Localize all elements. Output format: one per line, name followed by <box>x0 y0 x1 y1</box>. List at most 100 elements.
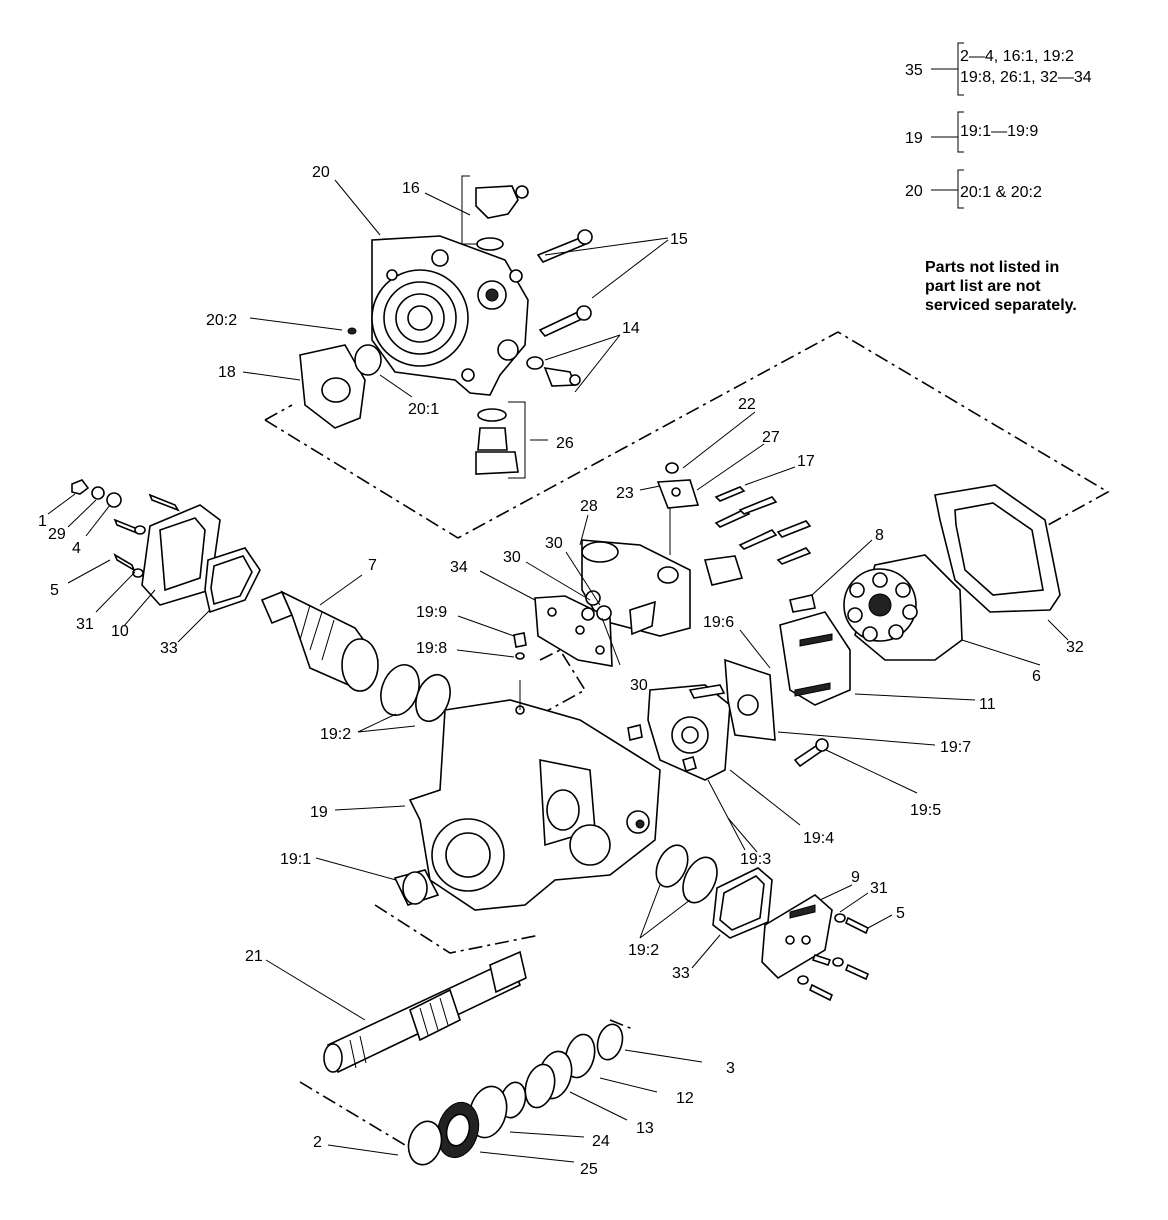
callout-19-8: 19:8 <box>416 640 447 657</box>
svg-text:35: 35 <box>905 62 923 79</box>
valve-26 <box>475 401 526 479</box>
bolts-15 <box>509 229 593 337</box>
callout-30-c: 30 <box>630 677 648 694</box>
callout-31-left: 31 <box>76 616 94 633</box>
callout-21: 21 <box>245 948 263 965</box>
service-note-line-1: Parts not listed in <box>925 259 1060 276</box>
shaft-seal-25 <box>436 1101 480 1159</box>
callout-16: 16 <box>402 180 420 197</box>
callout-8: 8 <box>875 527 884 544</box>
svg-text:20:1 & 20:2: 20:1 & 20:2 <box>960 184 1042 201</box>
callout-19-5: 19:5 <box>910 802 941 819</box>
callout-19-1: 19:1 <box>280 851 311 868</box>
callout-26: 26 <box>556 435 574 452</box>
port-plate-18 <box>299 327 382 429</box>
cover-housing-20 <box>371 235 529 396</box>
snap-ring-2 <box>407 1120 443 1166</box>
callout-31-right: 31 <box>870 880 888 897</box>
callout-labels: 20 16 15 14 20:2 18 20:1 26 22 27 17 23 … <box>38 164 1084 1178</box>
callout-2: 2 <box>313 1134 322 1151</box>
callout-11: 11 <box>979 696 996 713</box>
callout-29: 29 <box>48 526 66 543</box>
callout-7: 7 <box>368 557 377 574</box>
svg-text:19: 19 <box>905 130 923 147</box>
callout-19-4: 19:4 <box>803 830 834 847</box>
callout-20-2: 20:2 <box>206 312 237 329</box>
main-housing-19 <box>408 680 661 911</box>
callout-27: 27 <box>762 429 780 446</box>
callout-33-left: 33 <box>160 640 178 657</box>
callout-5-right: 5 <box>896 905 905 922</box>
fitting-14 <box>526 356 581 387</box>
washer-13 <box>499 1050 573 1119</box>
callout-1: 1 <box>38 513 47 530</box>
spool-7 <box>260 590 379 692</box>
screws-17 <box>714 486 812 565</box>
callout-33-right: 33 <box>672 965 690 982</box>
svg-text:20: 20 <box>905 183 923 200</box>
screw-19-9 <box>513 632 527 660</box>
callout-30-b: 30 <box>545 535 563 552</box>
cylinder-block-6 <box>843 554 963 661</box>
seals-30 <box>581 590 612 621</box>
leader-lines <box>47 179 1069 1163</box>
callout-19-2-lower: 19:2 <box>628 942 659 959</box>
gasket-32 <box>934 484 1061 613</box>
callout-5-left: 5 <box>50 582 59 599</box>
callout-19-9: 19:9 <box>416 604 447 621</box>
callout-19-7: 19:7 <box>940 739 971 756</box>
assembly-outlines <box>264 331 1110 1161</box>
callout-20-1: 20:1 <box>408 401 439 418</box>
plug-22-23-27 <box>656 462 700 555</box>
valve-16 <box>461 175 529 251</box>
drive-shaft-21 <box>323 950 527 1074</box>
callout-34: 34 <box>450 559 468 576</box>
o-rings-19-2-upper <box>380 664 451 723</box>
valve-plate-19-4 <box>627 684 731 781</box>
bearing-19-1 <box>393 869 440 906</box>
callout-19-6: 19:6 <box>703 614 734 631</box>
shield-19-6 <box>724 658 776 741</box>
kit-reference-19: 19 19:1—19:9 <box>905 111 1038 153</box>
callout-10: 10 <box>111 623 129 640</box>
svg-text:19:8, 26:1, 32—34: 19:8, 26:1, 32—34 <box>960 69 1092 86</box>
callout-15: 15 <box>670 231 688 248</box>
svg-text:2—4, 16:1, 19:2: 2—4, 16:1, 19:2 <box>960 48 1074 65</box>
o-rings-19-2-lower <box>655 844 718 904</box>
callout-30-a: 30 <box>503 549 521 566</box>
callout-4: 4 <box>72 540 81 557</box>
screw-19-5 <box>793 738 829 768</box>
service-note-line-3: serviced separately. <box>925 297 1077 314</box>
callout-20: 20 <box>312 164 330 181</box>
callout-28: 28 <box>580 498 598 515</box>
callout-22: 22 <box>738 396 756 413</box>
callout-19-3: 19:3 <box>740 851 771 868</box>
gasket-33-left <box>204 547 261 614</box>
snap-ring-3 <box>596 1023 624 1061</box>
end-cover-9 <box>761 894 870 1002</box>
service-note: Parts not listed in part list are not se… <box>925 258 1125 315</box>
kit-reference-35: 35 2—4, 16:1, 19:2 19:8, 26:1, 32—34 <box>905 42 1092 96</box>
svg-text:19:1—19:9: 19:1—19:9 <box>960 123 1038 140</box>
callout-32: 32 <box>1066 639 1084 656</box>
callout-25: 25 <box>580 1161 598 1178</box>
callout-18: 18 <box>218 364 236 381</box>
callout-13: 13 <box>636 1120 654 1137</box>
callout-19-2-upper: 19:2 <box>320 726 351 743</box>
callout-3: 3 <box>726 1060 735 1077</box>
callout-6: 6 <box>1032 668 1041 685</box>
end-cover-10-screws <box>113 493 221 606</box>
callout-24: 24 <box>592 1133 610 1150</box>
callout-19: 19 <box>310 804 328 821</box>
callout-12: 12 <box>676 1090 694 1107</box>
swashplate-11-and-8 <box>779 594 851 706</box>
callout-23: 23 <box>616 485 634 502</box>
spacer-12 <box>564 1033 596 1079</box>
kit-reference-20: 20 20:1 & 20:2 <box>905 169 1042 209</box>
service-note-line-2: part list are not <box>925 278 1041 295</box>
callout-9: 9 <box>851 869 860 886</box>
callout-17: 17 <box>797 453 815 470</box>
gasket-33-right <box>712 867 773 939</box>
callout-14: 14 <box>622 320 640 337</box>
